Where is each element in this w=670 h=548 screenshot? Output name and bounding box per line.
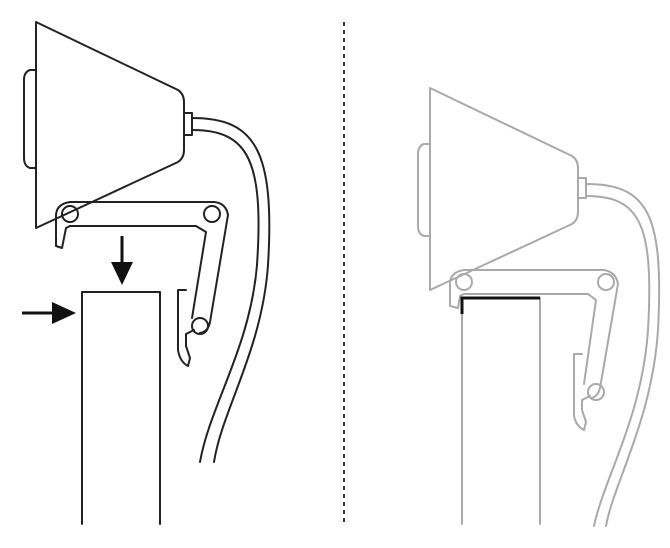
hinge-rear (203, 205, 221, 223)
hinge-lower-mounted (587, 383, 605, 401)
clip-rear-leg (177, 289, 195, 367)
hinge-rear-mounted (597, 273, 615, 291)
step-attach-panel (22, 21, 271, 525)
webcam-body (35, 21, 185, 229)
hinge-lower (191, 317, 209, 335)
clip-top-arm-mounted (463, 269, 619, 399)
cable-connector (183, 112, 193, 136)
usb-cable (191, 117, 271, 463)
webcam-lens-bezel-mounted (417, 143, 431, 237)
clip-rear-leg-mounted (573, 353, 591, 431)
hinge-front (61, 205, 79, 223)
webcam-body-mounted (429, 87, 579, 291)
monitor-edge (81, 291, 161, 525)
clip-top-arm (69, 201, 229, 334)
usb-cable-inner (191, 129, 260, 463)
cable-connector-mounted (577, 177, 587, 199)
usb-cable-mounted-inner (585, 195, 651, 527)
clip-front-lip-mounted (449, 269, 465, 309)
step-mounted-panel (417, 87, 661, 527)
arrow-right-icon (22, 302, 76, 324)
usb-cable-mounted (585, 183, 661, 527)
monitor-contact-highlight (460, 296, 540, 314)
clip-front-lip (55, 201, 71, 249)
arrow-down-icon (111, 236, 133, 285)
hinge-front-mounted (455, 273, 473, 291)
monitor-edge-mounted (461, 297, 541, 525)
webcam-lens-bezel (23, 69, 37, 169)
